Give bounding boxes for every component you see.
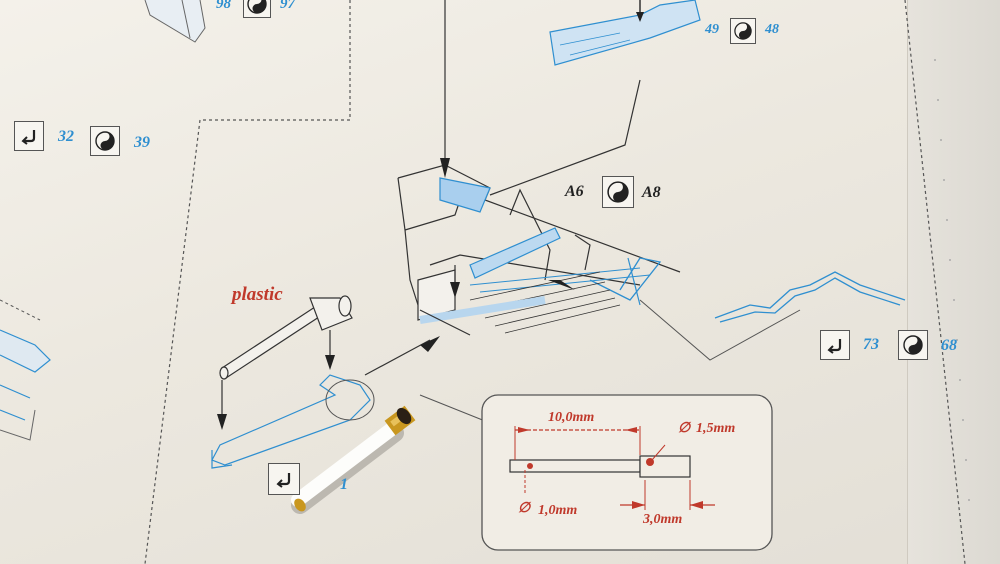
length-dimension: 10,0mm <box>548 410 595 425</box>
partial-part-top-left <box>144 0 206 43</box>
part-number: 1 <box>340 476 348 493</box>
plastic-rod-drawing <box>217 295 353 430</box>
step-mark-98-97-left: 98 <box>216 0 231 12</box>
dimension-callout <box>419 394 773 551</box>
step-mark-a6-a8-left: A6 <box>565 183 584 200</box>
yin-yang-icon <box>730 18 756 44</box>
step-mark-98-97-right: 97 <box>280 0 295 12</box>
material-label: plastic <box>232 284 283 305</box>
tip-length-dimension: 3,0mm <box>643 512 683 527</box>
step-mark-a6-a8-right: A8 <box>642 184 661 201</box>
yin-yang-icon <box>243 0 271 18</box>
step-mark-49-48-right: 48 <box>765 22 779 37</box>
step-mark-73-68-right: 68 <box>941 337 957 354</box>
small-diameter-dimension: 1,0mm <box>538 503 578 518</box>
diameter-symbol-large: ∅ <box>678 421 691 436</box>
step-mark-49-48-left: 49 <box>705 22 719 37</box>
bend-icon <box>14 121 44 151</box>
section-borders <box>144 0 966 564</box>
assembly-arrows <box>364 0 641 376</box>
yin-yang-icon <box>602 176 634 208</box>
step-mark-32-39-left: 32 <box>58 128 74 145</box>
main-assembly <box>397 164 801 361</box>
step-mark-73-68-left: 73 <box>863 336 879 353</box>
bend-icon <box>820 330 850 360</box>
bend-icon <box>268 463 300 495</box>
large-diameter-dimension: 1,5mm <box>696 421 736 436</box>
yin-yang-icon <box>898 330 928 360</box>
second-sheet-edge <box>907 0 1000 564</box>
diameter-symbol-small: ∅ <box>518 501 531 516</box>
tube-photo <box>291 405 416 514</box>
etched-part-right <box>714 271 906 323</box>
perforation-dots <box>934 59 970 501</box>
etched-part-top <box>549 0 701 66</box>
etched-bracket <box>211 374 375 469</box>
yin-yang-icon <box>90 126 120 156</box>
partial-part-left <box>0 329 51 441</box>
step-mark-32-39-right: 39 <box>134 134 150 151</box>
